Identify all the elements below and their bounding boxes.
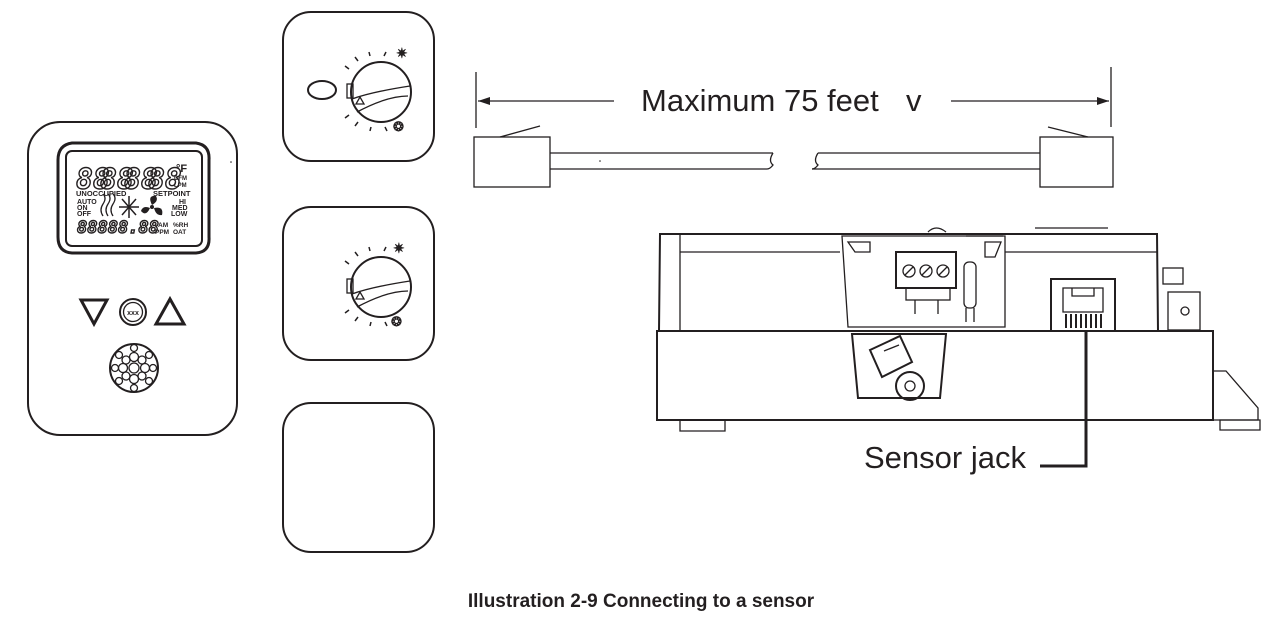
lcd-ppm: PPM bbox=[155, 229, 169, 236]
snowflake-icon bbox=[119, 196, 139, 218]
heat-icon bbox=[100, 193, 116, 217]
lcd-screen bbox=[65, 150, 203, 247]
lcd-med: MED bbox=[172, 205, 188, 212]
knob-tick-marks-2 bbox=[344, 246, 388, 327]
controller-base bbox=[656, 330, 1214, 421]
controller-foot-right bbox=[1219, 419, 1261, 431]
display-sensor-housing bbox=[27, 121, 238, 436]
fan-icon bbox=[141, 195, 163, 216]
center-button[interactable] bbox=[119, 298, 147, 326]
lcd-hi: HI bbox=[179, 199, 186, 206]
cable-length-suffix: v bbox=[906, 83, 922, 118]
lcd-setpoint: SETPOINT bbox=[153, 189, 191, 198]
cable-length-label: Maximum 75 feet bbox=[641, 83, 879, 118]
sensor-jack[interactable] bbox=[1050, 278, 1116, 332]
lcd-digit-2: 88 bbox=[100, 163, 134, 196]
sensor-setpoint: ✷ ❂ bbox=[282, 206, 435, 361]
lcd-on: ON bbox=[77, 205, 88, 212]
sensor-housing-2 bbox=[282, 206, 435, 361]
knob-pointer-triangle-2 bbox=[354, 290, 366, 300]
lcd-am: AM bbox=[158, 222, 168, 229]
up-arrow-button[interactable] bbox=[153, 295, 187, 326]
sensor-jack-label: Sensor jack bbox=[864, 440, 1026, 475]
occupancy-sensor-lens bbox=[109, 343, 159, 393]
figure-caption: Illustration 2-9 Connecting to a sensor bbox=[468, 591, 815, 612]
side-connector bbox=[1162, 267, 1201, 331]
center-button-ring bbox=[122, 301, 144, 323]
rotary-switch[interactable] bbox=[850, 333, 948, 401]
setpoint-knob-2[interactable] bbox=[346, 256, 412, 318]
center-button-label: xxx bbox=[127, 310, 139, 317]
lcd-lpm: LPM bbox=[174, 183, 187, 189]
lcd-off: OFF bbox=[77, 211, 92, 218]
lcd-digit-4: 88 bbox=[148, 163, 182, 196]
indicator-led bbox=[963, 261, 977, 322]
display-sensor: 88 88 88 88 °F CFM LPM UNOCCUPIED SETPOI… bbox=[27, 121, 238, 436]
lcd-digit-3: 88 bbox=[124, 163, 158, 196]
sensor-cable bbox=[473, 125, 1114, 188]
lcd-bottom-digits: 88888.88 bbox=[77, 218, 159, 238]
terminal-block bbox=[895, 251, 957, 314]
cable-connector-right bbox=[1039, 136, 1114, 188]
warm-gear-icon: ❂ bbox=[390, 314, 403, 329]
cable-connector-left bbox=[473, 136, 551, 188]
controller-top-housing bbox=[657, 233, 1160, 332]
controller-bracket bbox=[1213, 370, 1259, 421]
lcd-cfm: CFM bbox=[174, 176, 187, 182]
cool-sun-icon: ✷ bbox=[393, 240, 405, 256]
lcd-low: LOW bbox=[171, 211, 188, 218]
override-button[interactable] bbox=[307, 80, 337, 100]
down-arrow-button[interactable] bbox=[78, 298, 110, 328]
lcd-auto: AUTO bbox=[77, 199, 97, 206]
sensor-setpoint-override: ✷ ❂ bbox=[282, 11, 435, 162]
cable-length-dimension: Maximum 75 feet v bbox=[475, 67, 1112, 128]
knob-tick-marks-1 bbox=[344, 51, 388, 132]
knob-pointer-triangle-1 bbox=[354, 95, 366, 105]
lcd-unoccupied: UNOCCUPIED bbox=[76, 189, 127, 198]
lcd-degree-unit: °F bbox=[176, 163, 187, 175]
warm-gear-icon: ❂ bbox=[392, 119, 405, 134]
lcd-digit-1: 88 bbox=[76, 163, 110, 196]
controller-unit bbox=[656, 227, 1261, 432]
terminal-recess bbox=[841, 235, 1006, 328]
lcd-bezel bbox=[56, 141, 211, 255]
controller-foot-left bbox=[679, 419, 726, 432]
cool-sun-icon: ✷ bbox=[396, 45, 408, 61]
setpoint-knob-1[interactable] bbox=[346, 61, 412, 123]
sensor-jack-leader-line bbox=[1040, 330, 1088, 468]
sensor-housing-1 bbox=[282, 11, 435, 162]
lcd-oat: OAT bbox=[173, 229, 186, 236]
lcd-rh: %RH bbox=[173, 222, 188, 229]
sensor-blank-housing bbox=[282, 402, 435, 553]
